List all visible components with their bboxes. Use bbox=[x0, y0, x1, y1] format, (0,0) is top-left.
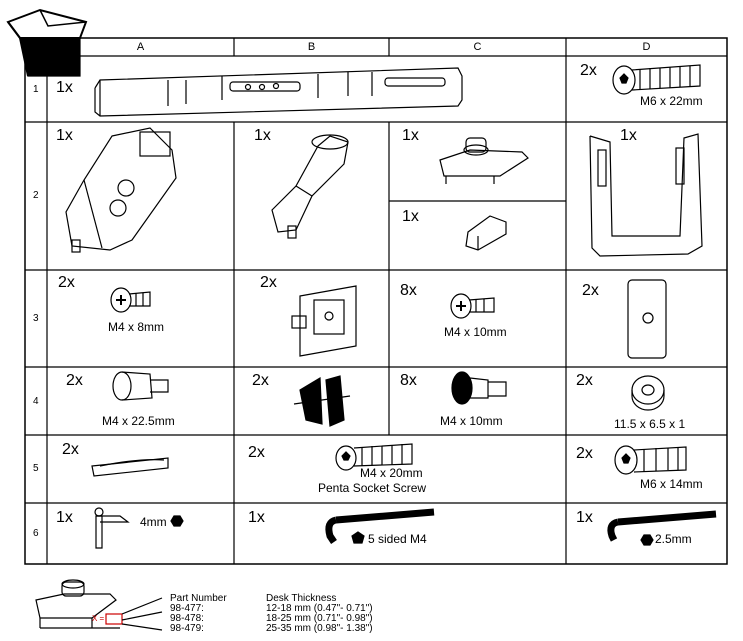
label2-r5bc: Penta Socket Screw bbox=[318, 481, 427, 495]
knurled-thumbscrew-drawing bbox=[451, 371, 507, 405]
qty-r3d: 2x bbox=[582, 282, 599, 299]
pad-drawing bbox=[627, 279, 667, 359]
row-number-2: 2 bbox=[33, 190, 39, 201]
desk-thickness-1: 12-18 mm (0.47"- 0.71") bbox=[266, 603, 373, 614]
row-number-1: 1 bbox=[33, 84, 39, 95]
label-r1d: M6 x 22mm bbox=[640, 94, 703, 108]
label-r5bc: M4 x 20mm bbox=[360, 466, 423, 480]
qty-r4b: 2x bbox=[252, 372, 269, 389]
desk-thickness-header: Desk Thickness bbox=[266, 593, 337, 604]
qty-r5d: 2x bbox=[576, 445, 593, 462]
m4-22-5-thumbscrew-drawing bbox=[112, 371, 169, 401]
label-r4c: M4 x 10mm bbox=[440, 414, 503, 428]
hex-4mm-icon bbox=[170, 515, 184, 527]
hex-key-drawing bbox=[607, 510, 717, 542]
label-r5d: M6 x 14mm bbox=[640, 477, 703, 491]
desk-thickness-3: 25-35 mm (0.98"- 1.38") bbox=[266, 623, 373, 634]
qty-r3c: 8x bbox=[400, 282, 417, 299]
qty-r2a: 1x bbox=[56, 127, 73, 144]
strip-drawing bbox=[91, 457, 169, 477]
box-icon bbox=[6, 8, 88, 77]
clamp-diagram-drawing bbox=[35, 579, 163, 631]
qty-r6d: 1x bbox=[576, 509, 593, 526]
label-r3c: M4 x 10mm bbox=[444, 325, 507, 339]
qty-r1d: 2x bbox=[580, 62, 597, 79]
qty-r4d: 2x bbox=[576, 372, 593, 389]
pentagon-key-drawing bbox=[325, 508, 435, 544]
washer-drawing bbox=[631, 375, 665, 411]
column-header-b: B bbox=[307, 41, 316, 53]
extrusion-bar-drawing bbox=[94, 67, 463, 117]
vesa-plate-drawing bbox=[291, 285, 357, 357]
qty-r4c: 8x bbox=[400, 372, 417, 389]
part-number-header: Part Number bbox=[170, 593, 227, 604]
row-number-4: 4 bbox=[33, 396, 39, 407]
qty-r2b: 1x bbox=[254, 127, 271, 144]
row-number-6: 6 bbox=[33, 528, 39, 539]
desk-thickness-2: 18-25 mm (0.71"- 0.98") bbox=[266, 613, 373, 624]
m4-20-screw-drawing bbox=[335, 443, 413, 471]
column-header-c: C bbox=[473, 41, 482, 53]
label-r3a: M4 x 8mm bbox=[108, 320, 165, 334]
m6-14-screw-drawing bbox=[614, 445, 687, 475]
qty-r3a: 2x bbox=[58, 274, 75, 291]
cable-strips-drawing bbox=[293, 375, 351, 427]
qty-r2d: 1x bbox=[620, 127, 637, 144]
x-marker: X = bbox=[92, 614, 105, 623]
qty-r2c2: 1x bbox=[402, 208, 419, 225]
column-header-a: A bbox=[136, 41, 145, 53]
hex-2-5mm-icon bbox=[640, 534, 654, 546]
part-number-3: 98-479: bbox=[170, 623, 204, 634]
qty-r5bc: 2x bbox=[248, 444, 265, 461]
m4-8-screw-drawing bbox=[110, 287, 151, 313]
qty-r2c1: 1x bbox=[402, 127, 419, 144]
qty-r3b: 2x bbox=[260, 274, 277, 291]
qty-r1a: 1x bbox=[56, 79, 73, 96]
pentagon-icon bbox=[351, 531, 365, 544]
clamp-plate-drawing bbox=[439, 137, 529, 184]
m6-22-screw-drawing bbox=[612, 64, 701, 95]
label-r4a: M4 x 22.5mm bbox=[102, 414, 175, 428]
clip-drawing bbox=[465, 215, 507, 251]
label-r6bc: 5 sided M4 bbox=[368, 532, 427, 546]
u-bracket-drawing bbox=[589, 133, 703, 257]
qty-r4a: 2x bbox=[66, 372, 83, 389]
row-number-5: 5 bbox=[33, 463, 39, 474]
label-r6d: 2.5mm bbox=[655, 532, 692, 546]
label-r4d: 11.5 x 6.5 x 1 bbox=[614, 417, 686, 431]
part-number-2: 98-478: bbox=[170, 613, 204, 624]
t-hex-key-drawing bbox=[94, 507, 130, 549]
label-r6a: 4mm bbox=[140, 515, 167, 529]
arm-drawing bbox=[271, 134, 349, 239]
column-header-d: D bbox=[642, 41, 651, 53]
row-number-3: 3 bbox=[33, 313, 39, 324]
qty-r6bc: 1x bbox=[248, 509, 265, 526]
part-number-1: 98-477: bbox=[170, 603, 204, 614]
qty-r6a: 1x bbox=[56, 509, 73, 526]
arm-assembly-drawing bbox=[65, 127, 177, 253]
m4-10-screw-drawing bbox=[450, 293, 495, 319]
qty-r5a: 2x bbox=[62, 441, 79, 458]
